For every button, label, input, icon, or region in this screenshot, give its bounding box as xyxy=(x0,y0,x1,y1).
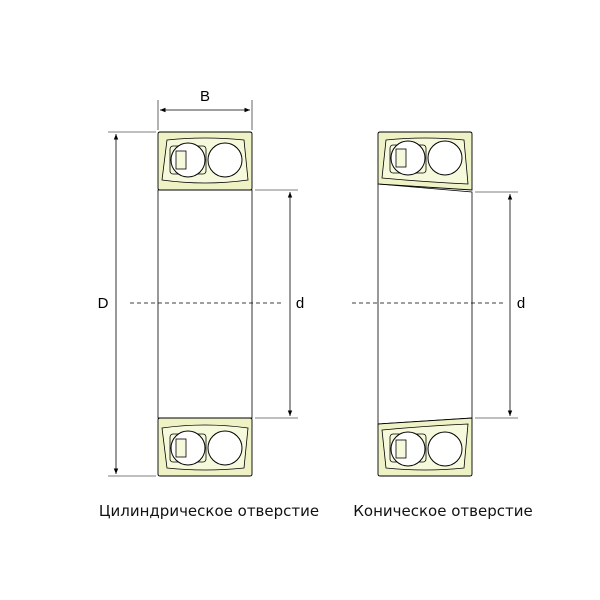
bore-diameter-label-left: d xyxy=(296,295,304,312)
bore-body-left xyxy=(157,189,253,419)
bearing-section-top-right xyxy=(377,131,473,191)
ball-top-left-b xyxy=(207,142,243,178)
ball-bottom-right-b xyxy=(427,431,463,467)
caption-cylindrical: Цилиндрическое отверстие xyxy=(99,502,319,520)
bore-diameter-label-right: d xyxy=(517,295,525,312)
ball-top-right-b xyxy=(427,140,463,176)
bore-body-right xyxy=(377,183,473,425)
bearing-section-bottom-left xyxy=(157,417,253,477)
ball-bottom-left-b xyxy=(207,430,243,466)
tapered-bore-bearing: d Коническое отверстие xyxy=(352,131,533,520)
bearing-section-top-left xyxy=(157,131,253,191)
outer-diameter-label: D xyxy=(98,295,109,312)
bearing-section-bottom-right xyxy=(377,417,473,477)
cylindrical-bore-bearing: B D d Цилиндрическое отверстие xyxy=(98,88,320,520)
caption-tapered: Коническое отверстие xyxy=(353,502,532,520)
width-label: B xyxy=(200,88,210,105)
